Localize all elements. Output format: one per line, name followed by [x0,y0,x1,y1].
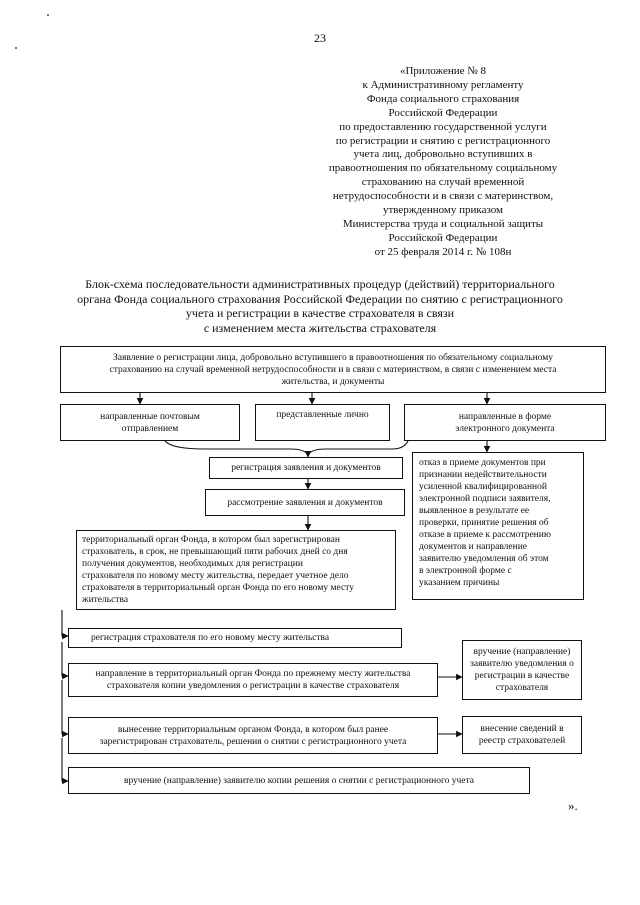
new-registration-box: регистрация страхователя по его новому м… [68,628,402,648]
box-line: электронного документа [455,423,555,434]
arrow-notice-to-deregistration [61,680,69,738]
box-line: страхователя копии уведомления о регистр… [106,681,400,691]
title-line: органа Фонда социального страхования Рос… [77,291,563,306]
appendix-line: «Приложение № 8 [399,65,487,77]
box-line: отправлением [121,423,179,434]
title-line: Блок-схема последовательности администра… [85,277,555,291]
arrow-new-registration-to-notice [61,642,69,680]
application-box: Заявление о регистрации лица, добровольн… [60,346,606,393]
deliver-notice-box: вручение (направление) заявителю уведомл… [462,640,582,700]
arrow-deregistration-to-decision [61,738,69,785]
appendix-line: нетрудоспособности и в связи с материнст… [332,190,554,203]
registry-box: внесение сведений в реестр страхователей [462,716,582,754]
box-line: вынесение территориальным органом Фонда,… [117,724,389,735]
box-line: усиленной квалифицированной [419,482,547,492]
box-line: Заявление о регистрации лица, добровольн… [112,352,554,363]
box-line: представленные лично [276,410,369,420]
box-line: территориальный орган Фонда, в котором б… [82,535,340,545]
box-line: страхователя [495,683,549,693]
in-person-box: представленные лично [255,404,390,441]
deliver-decision-box: вручение (направление) заявителю копии р… [68,767,530,794]
electronic-box: направленные в форме электронного докуме… [404,404,606,441]
box-line: выявленное в результате ее [419,506,530,516]
transfer-box: территориальный орган Фонда, в котором б… [76,530,396,610]
box-line: заявителю уведомления о [470,659,574,669]
appendix-line: по регистрации и снятию с регистрационно… [335,134,551,147]
appendix-line: Российской Федерации [388,231,498,244]
box-line: заявителю уведомления об этом [419,554,549,564]
scan-speck [15,47,17,49]
registration-box: регистрация заявления и документов [209,457,403,479]
arrow-transfer-to-new-registration [61,610,69,640]
appendix-line: Фонда социального страхования [366,92,520,105]
box-line: документов и направление [419,542,528,552]
box-line: направленные почтовым [100,411,200,422]
appendix-line: по предоставлению государственной услуги [339,120,547,133]
box-line: направление в территориальный орган Фонд… [95,669,411,679]
closing-quote: ». [568,798,578,813]
box-line: указанием причины [419,578,500,588]
box-line: жительства, и документы [281,376,385,387]
box-line: внесение сведений в [480,724,564,734]
title-line: учета и регистрации в качестве страховат… [185,306,455,320]
appendix-line: Российской Федерации [388,106,498,119]
send-notice-box: направление в территориальный орган Фонд… [68,663,438,697]
by-mail-box: направленные почтовым отправлением [60,404,240,441]
appendix-line: страхованию на случай временной [361,176,525,189]
box-line: реестр страхователей [478,736,566,746]
box-line: отказе в приеме к рассмотрению [419,530,551,540]
refusal-box: отказ в приеме документов при признании … [412,452,584,600]
box-line: рассмотрение заявления и документов [227,497,383,508]
review-box: рассмотрение заявления и документов [205,489,405,516]
box-line: страхователя по новому месту жительства,… [82,571,349,581]
box-line: зарегистрирован страхователь, решения о … [99,736,407,747]
box-line: страхователь, в срок, не превышающий пят… [82,547,348,557]
brace-merge [164,440,409,457]
box-line: в электронной форме с [419,566,512,576]
box-line: регистрации в качестве [474,671,570,681]
flowchart-title: Блок-схема последовательности администра… [50,277,590,335]
box-line: жительства [82,595,129,605]
page-number: 23 [314,31,326,45]
appendix-line: учета лиц, добровольно вступивших в [353,148,533,161]
box-line: страхованию на случай временной нетрудос… [109,364,557,375]
box-line: признании недействительности [419,470,547,480]
appendix-line: утвержденному приказом [382,204,504,217]
scan-speck [47,14,49,16]
box-line: получения документов, необходимых для ре… [82,559,303,569]
appendix-line: Министерства труда и социальной защиты [342,217,544,230]
appendix-line: к Административному регламенту [362,78,524,91]
appendix-header: «Приложение № 8 к Административному регл… [318,65,568,260]
box-line: вручение (направление) заявителю копии р… [124,775,474,786]
box-line: страхователя в территориальный орган Фон… [82,583,354,593]
box-line: электронной подписи заявителя, [419,494,551,504]
title-line: с изменением места жительства страховате… [203,320,437,335]
box-line: регистрация заявления и документов [231,463,381,473]
box-line: проверки, принятие решения об [419,518,549,528]
box-line: отказ в приеме документов при [419,458,546,468]
appendix-line: от 25 февраля 2014 г. № 108н [374,245,512,258]
box-line: вручение (направление) [473,647,571,657]
deregistration-box: вынесение территориальным органом Фонда,… [68,717,438,754]
box-line: регистрация страхователя по его новому м… [91,633,330,643]
appendix-line: правоотношения по обязательному социальн… [328,162,558,175]
box-line: направленные в форме [458,411,552,422]
